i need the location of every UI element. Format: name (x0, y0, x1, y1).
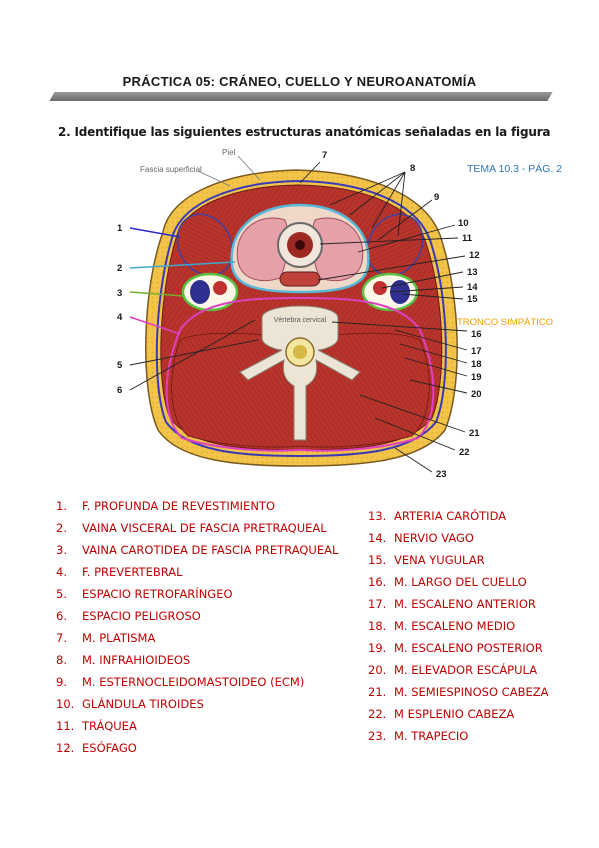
callout-19: 19 (471, 372, 482, 383)
callout-6: 6 (117, 385, 122, 396)
callout-22: 22 (459, 447, 470, 458)
callout-20: 20 (471, 389, 482, 400)
question-text: 2. Identifique las siguientes estructura… (58, 125, 551, 139)
callout-1: 1 (117, 223, 123, 234)
vertebra (239, 305, 361, 441)
left-ecm-muscle (176, 213, 234, 277)
callout-10: 10 (458, 218, 469, 229)
callout-8: 8 (410, 163, 415, 174)
prevertebral-fascia (165, 296, 435, 452)
fascia-superficial-label: Fascia superficial (140, 165, 202, 174)
callout-17: 17 (471, 346, 482, 357)
callout-3: 3 (117, 288, 122, 299)
callout-2: 2 (117, 263, 122, 274)
tronco-simpatico-label: TRONCO SIMPÁTICO (457, 317, 553, 328)
tema-reference: TEMA 10.3 - PÁG. 2 (467, 162, 562, 175)
callout-15: 15 (467, 294, 478, 305)
callout-21: 21 (469, 428, 480, 439)
piel-label: Piel (222, 148, 236, 157)
callout-5: 5 (117, 360, 123, 371)
vertebra-label: Vértebra cervical (274, 317, 327, 324)
right-ecm-muscle (366, 213, 424, 277)
callout-9: 9 (434, 192, 439, 203)
neck-cross-section-figure: Vértebra cervical Piel Fascia superficia… (117, 148, 562, 480)
callout-23: 23 (436, 469, 447, 480)
callout-16: 16 (471, 329, 482, 340)
callout-12: 12 (469, 250, 480, 261)
callout-18: 18 (471, 359, 482, 370)
callout-7: 7 (322, 150, 327, 161)
callout-14: 14 (467, 282, 478, 293)
callout-4: 4 (117, 312, 123, 323)
callout-11: 11 (462, 233, 473, 244)
page-title: PRÁCTICA 05: CRÁNEO, CUELLO Y NEUROANATO… (122, 74, 477, 89)
esophagus (279, 271, 321, 287)
callout-13: 13 (467, 267, 478, 278)
